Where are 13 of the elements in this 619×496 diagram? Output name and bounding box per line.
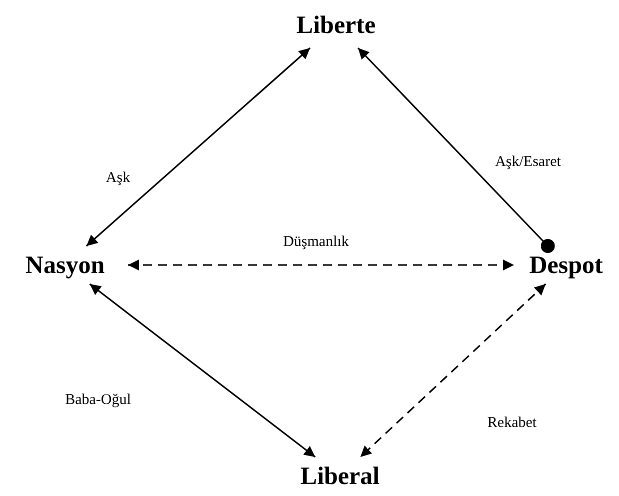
edge-label: Düşmanlık <box>282 234 350 250</box>
arrow <box>89 283 316 458</box>
arrow <box>360 283 546 458</box>
arrow <box>357 47 555 253</box>
node-label: Liberal <box>300 464 380 488</box>
arrow <box>86 47 311 247</box>
edge-label: Baba-Oğul <box>64 392 132 408</box>
edge-label: Aşk/Esaret <box>494 154 562 170</box>
node-label: Despot <box>529 252 603 278</box>
node-label: Liberte <box>296 12 376 38</box>
node-label: Nasyon <box>25 252 105 278</box>
edge-label: Aşk <box>104 170 132 186</box>
arrow <box>128 260 514 270</box>
